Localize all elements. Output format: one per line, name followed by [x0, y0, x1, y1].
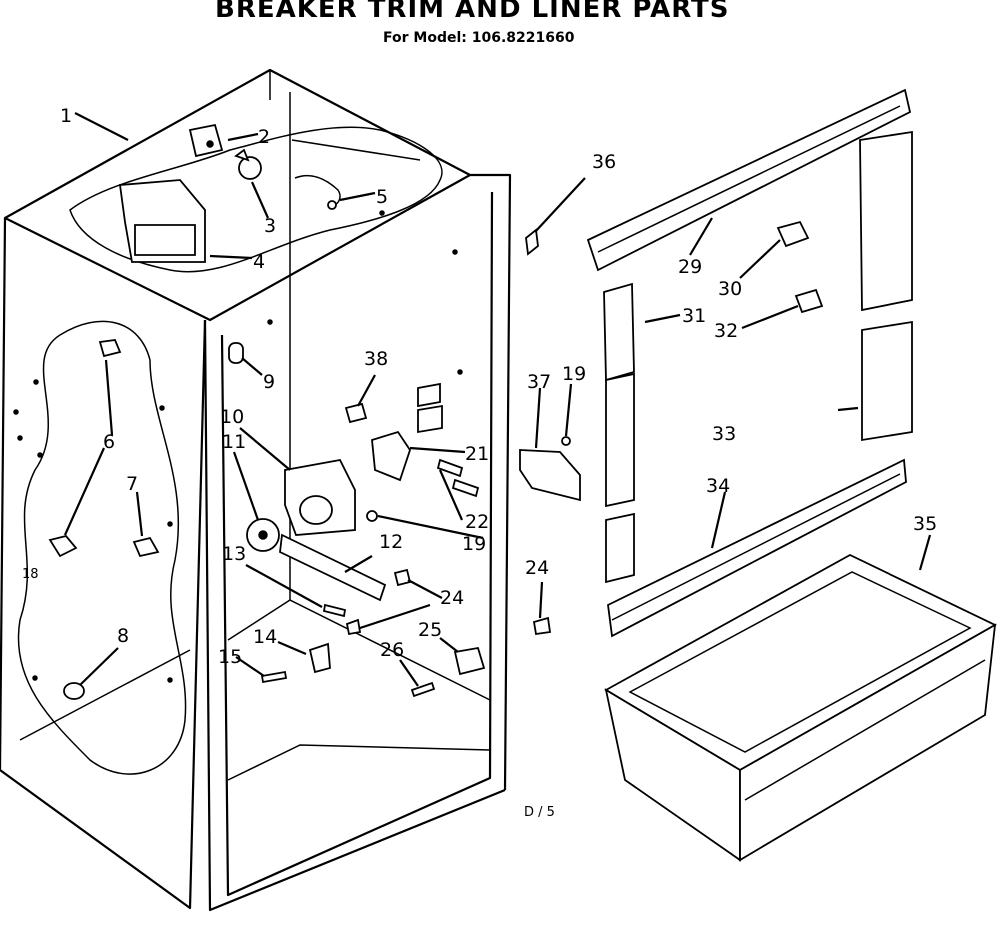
- part-32-clip: [794, 288, 824, 314]
- part-14-bracket: [308, 642, 331, 674]
- part-7-clip: [132, 536, 160, 558]
- callout-24-right: 24: [525, 557, 549, 579]
- callout-9: 9: [263, 371, 275, 393]
- callout-4: 4: [253, 251, 265, 273]
- part-36-pin: [525, 228, 539, 256]
- callout-10: 10: [220, 406, 244, 428]
- part-21-bracket: [371, 382, 443, 482]
- callout-11: 11: [222, 431, 246, 453]
- callout-5: 5: [376, 186, 388, 208]
- callout-7: 7: [126, 473, 138, 495]
- part-29-top-trim: [586, 88, 912, 272]
- part-9-cap: [228, 342, 244, 364]
- callout-37: 37: [527, 371, 551, 393]
- callout-34: 34: [706, 475, 730, 497]
- part-25-cap: [453, 646, 486, 676]
- part-15-screw: [260, 670, 288, 684]
- part-22-pin: [436, 458, 480, 498]
- model-subtitle: For Model: 106.8221660: [383, 30, 575, 46]
- callout-21: 21: [465, 443, 489, 465]
- part-13-screw: [322, 603, 347, 618]
- callout-12: 12: [379, 531, 403, 553]
- callout-19-right: 19: [562, 363, 586, 385]
- part-33-side-trim: [859, 130, 913, 442]
- callout-13: 13: [222, 543, 246, 565]
- part-38-clip: [344, 402, 368, 424]
- callout-2: 2: [258, 126, 270, 148]
- part-37-bracket: [519, 449, 581, 502]
- callout-35: 35: [913, 513, 937, 535]
- callout-15: 15: [218, 646, 242, 668]
- callout-8: 8: [117, 625, 129, 647]
- part-5-switch: [294, 174, 341, 210]
- part-8-plug: [63, 682, 85, 700]
- callout-38: 38: [364, 348, 388, 370]
- part-19-screw: [366, 436, 571, 522]
- callout-19-center: 19: [462, 533, 486, 555]
- side-mark: 18: [22, 567, 39, 582]
- leader-lines: [63, 112, 932, 687]
- cabinet-liner: [0, 68, 512, 912]
- part-4-light-shield: [118, 179, 206, 263]
- part-2-holder: [188, 123, 224, 158]
- callout-22: 22: [465, 511, 489, 533]
- callout-36: 36: [592, 151, 616, 173]
- callout-6: 6: [103, 431, 115, 453]
- part-10-control-housing: [284, 458, 356, 536]
- callout-25: 25: [418, 619, 442, 641]
- callout-3: 3: [264, 215, 276, 237]
- part-12-bar: [279, 533, 387, 602]
- callout-numbers: 1 2 3 4 5 6 7 8 9 10 11 12 13 14 15 19 1…: [60, 105, 937, 668]
- callout-14: 14: [253, 626, 277, 648]
- callout-29: 29: [678, 256, 702, 278]
- callout-32: 32: [714, 320, 738, 342]
- callout-26: 26: [380, 639, 404, 661]
- page-reference: D / 5: [524, 805, 555, 820]
- callout-24-center: 24: [440, 587, 464, 609]
- part-6-clip: [48, 339, 122, 558]
- callout-30: 30: [718, 278, 742, 300]
- callout-31: 31: [682, 305, 706, 327]
- diagram-title: BREAKER TRIM AND LINER PARTS: [215, 0, 730, 24]
- part-26-screw: [410, 681, 436, 698]
- callout-33: 33: [712, 423, 736, 445]
- part-30-clip: [776, 220, 810, 248]
- part-11-knob: [246, 518, 280, 552]
- callout-1: 1: [60, 105, 72, 127]
- part-35-crisper-pan: [604, 553, 997, 862]
- part-24-nut: [345, 568, 552, 636]
- part-34-bottom-trim: [607, 458, 907, 638]
- part-3-bulb: [234, 148, 262, 180]
- part-31-side-trim: [603, 282, 635, 584]
